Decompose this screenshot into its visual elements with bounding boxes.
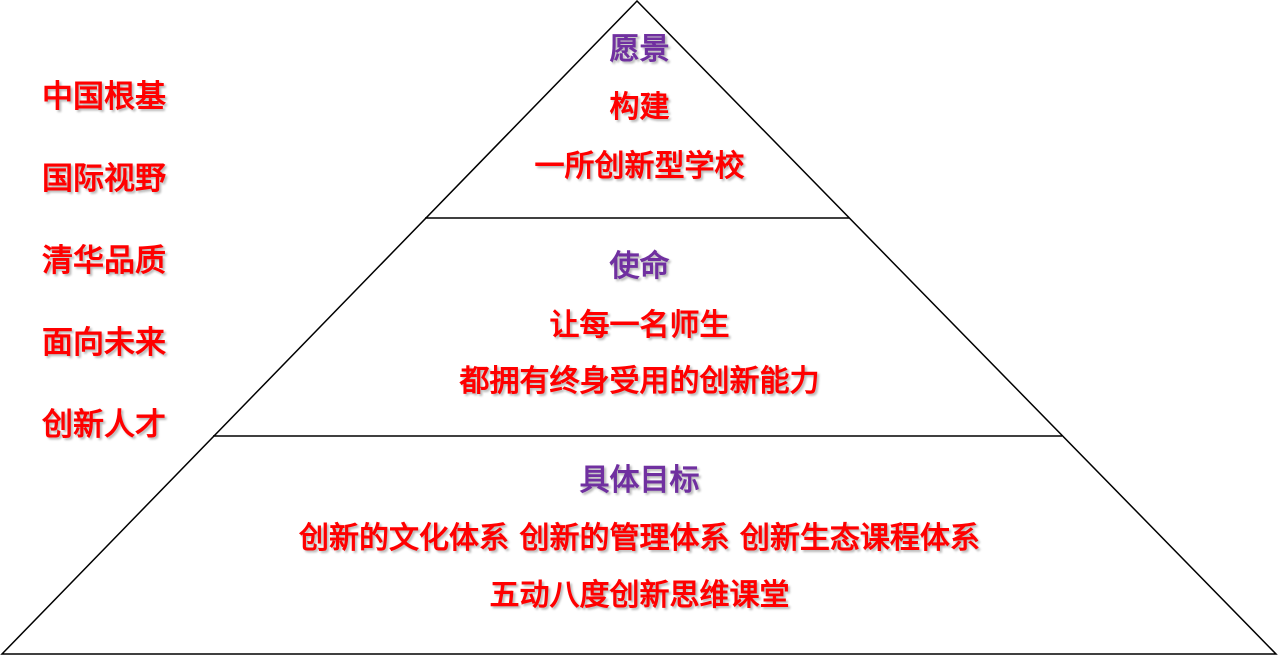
vision-line-1: 构建: [609, 90, 670, 125]
mission-heading: 使命: [609, 249, 670, 284]
sidebar-item-china-foundation: 中国根基: [42, 79, 166, 115]
goals-heading: 具体目标: [579, 463, 700, 498]
sidebar-item-future-oriented: 面向未来: [42, 325, 166, 361]
sidebar-item-international-vision: 国际视野: [42, 161, 166, 197]
goals-line-2: 五动八度创新思维课堂: [489, 578, 790, 613]
vision-heading: 愿景: [609, 32, 670, 67]
sidebar-item-tsinghua-quality: 清华品质: [42, 243, 166, 279]
goals-line-1: 创新的文化体系 创新的管理体系 创新生态课程体系: [299, 521, 980, 556]
mission-line-1: 让每一名师生: [549, 308, 730, 343]
sidebar-keywords: 中国根基 国际视野 清华品质 面向未来 创新人才: [42, 76, 202, 486]
vision-line-2: 一所创新型学校: [534, 149, 745, 184]
mission-line-2: 都拥有终身受用的创新能力: [459, 364, 820, 399]
sidebar-item-innovative-talent: 创新人才: [42, 407, 166, 443]
